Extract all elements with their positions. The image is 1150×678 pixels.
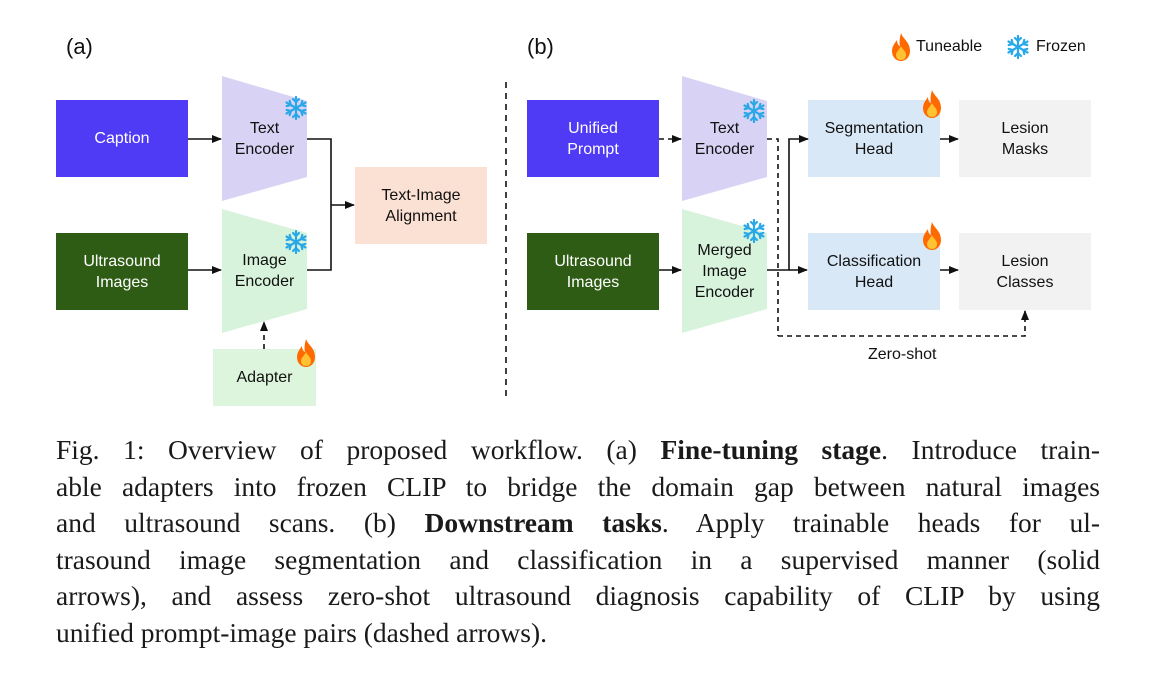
caption-text: . Introduce train- [881, 434, 1100, 465]
caption-line-4: trasound image segmentation and classifi… [56, 543, 1100, 575]
flame-icon [892, 33, 910, 61]
dashed-zero-shot-path [778, 310, 1029, 337]
caption-line-6: unified prompt-image pairs (dashed arrow… [56, 616, 548, 648]
snowflake-icon [743, 219, 765, 243]
flame-icon [923, 222, 941, 250]
caption-bold-downstream: Downstream tasks [424, 507, 662, 538]
prompt-box-shape [527, 100, 659, 177]
connector-encoders-vertical [767, 135, 809, 271]
adapter-box: Adapter [236, 369, 293, 386]
caption-line-5: arrows), and assess zero-shot ultrasound… [56, 580, 1100, 611]
caption-bold-finetuning: Fine-tuning stage [660, 434, 882, 465]
classes-box-shape [959, 233, 1091, 310]
segmentation-head-box: Segmentation Head [824, 119, 924, 158]
caption-line-2: able adapters into frozen CLIP to bridge… [56, 470, 1100, 502]
snowflake-icon [1007, 35, 1029, 59]
legend-frozen: Frozen [1036, 38, 1086, 55]
dashed-text-encoder-branch [767, 138, 779, 336]
panel-a-label: (a) [66, 34, 93, 59]
panel-b-label: (b) [527, 34, 554, 59]
seg-head-shape [808, 100, 940, 177]
unified-prompt-box: Unified Prompt [567, 119, 619, 158]
caption-box-shape [56, 100, 188, 177]
cls-head-shape [808, 233, 940, 310]
caption-text: . Apply trainable heads for ul- [661, 507, 1101, 538]
flame-icon [923, 90, 941, 118]
ultrasound-images-box-a: Ultrasound Images [83, 252, 161, 291]
fig-label: Fig. 1: [56, 434, 145, 465]
classification-head-box: Classification Head [826, 252, 922, 291]
lesion-classes-box: Lesion Classes [996, 252, 1054, 291]
caption-line-1: Fig. 1: Overview of proposed workflow. (… [56, 432, 1100, 469]
snowflake-icon [743, 99, 765, 123]
alignment-box: Text-Image Alignment [381, 186, 461, 225]
caption-box: Caption [94, 130, 150, 147]
ultrasound-box-b-shape [527, 233, 659, 310]
caption-text: and ultrasound scans. (b) [56, 507, 396, 538]
workflow-diagram [56, 76, 1091, 406]
ultrasound-images-box-b: Ultrasound Images [554, 252, 632, 291]
caption-text: Overview of proposed workflow. (a) [168, 434, 637, 465]
merged-image-encoder: Merged Image Encoder [694, 242, 755, 301]
image-encoder-a: Image Encoder [234, 252, 295, 290]
lesion-masks-box: Lesion Masks [1001, 119, 1049, 158]
connector-text-encoder-to-alignment [307, 138, 332, 271]
ultrasound-box-a-shape [56, 233, 188, 310]
image-encoder-b-shape [682, 209, 767, 333]
masks-box-shape [959, 100, 1091, 177]
alignment-box-shape [355, 167, 487, 244]
zero-shot-label: Zero-shot [868, 346, 937, 363]
caption-line-3: and ultrasound scans. (b) Downstream tas… [56, 505, 1100, 542]
snowflake-icon [285, 96, 307, 120]
flame-icon [297, 339, 315, 367]
text-encoder-b: Text Encoder [694, 120, 755, 158]
snowflake-icon [285, 230, 307, 254]
legend-tuneable: Tuneable [916, 38, 983, 55]
text-encoder-a-shape [222, 76, 307, 201]
figure-caption: Fig. 1: Overview of proposed workflow. (… [56, 432, 1100, 651]
text-encoder-a: Text Encoder [234, 120, 295, 158]
